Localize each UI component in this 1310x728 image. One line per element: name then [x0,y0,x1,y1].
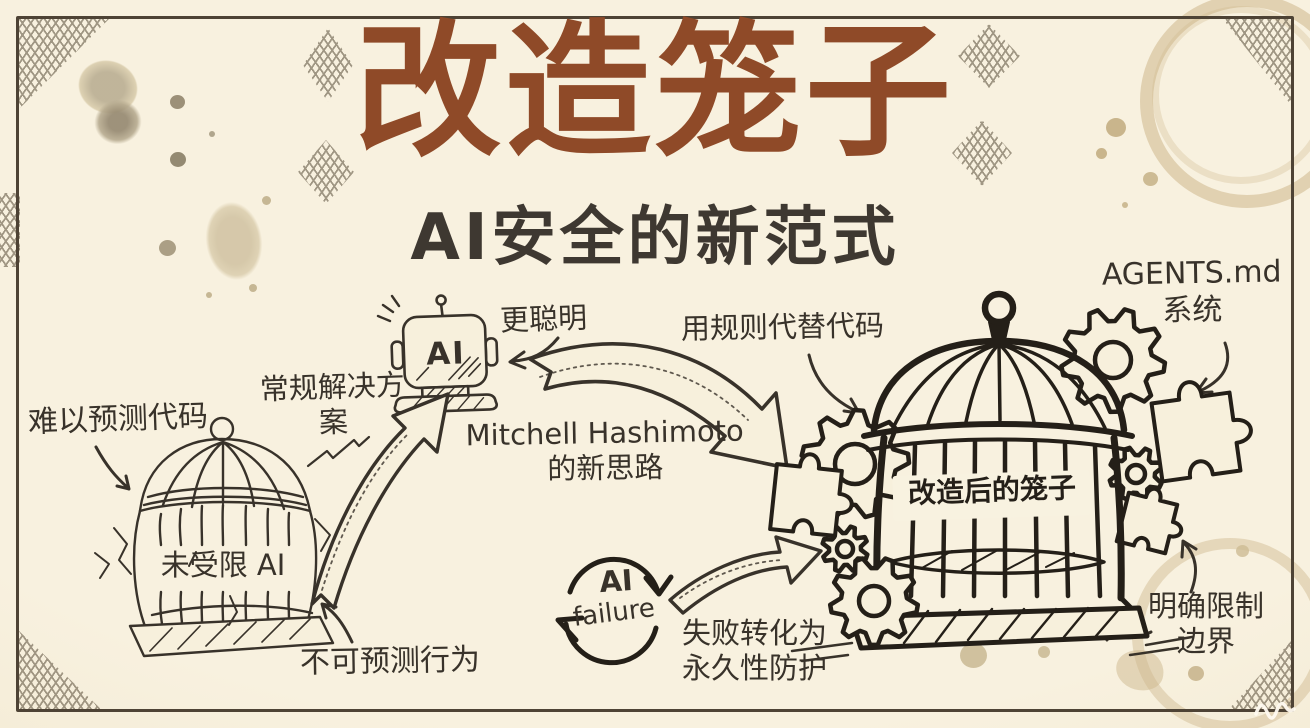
label-clear-boundary: 明确限制 边界 [1147,589,1264,659]
annotation-arrow-unpredictable-behavior [320,602,354,644]
annotation-arrow-unpredictable-code [94,445,131,491]
annotation-arrow-boundary-up [1180,539,1198,594]
label-unpredictable-behavior: 不可预测行为 [299,642,481,681]
new-cage-illustration [848,290,1150,651]
arrow-cage-to-robot [310,392,450,610]
robot-face-label: AI [425,335,467,373]
label-unrestricted-ai: 未受限 AI [160,548,286,582]
gear-cluster-front [827,556,921,648]
label-reformed-cage: 改造后的笼子 [907,471,1077,510]
arrow-hatching [679,559,783,599]
label-mitchell-idea: Mitchell Hashimoto 的新思路 [465,413,745,487]
gear-icon [1059,307,1168,415]
label-conventional-solution: 常规解决方 案 [259,367,406,440]
label-smarter: 更聪明 [499,300,588,338]
label-rules-replace-code: 用规则代替代码 [680,308,885,346]
arrow-hatching [321,433,409,591]
main-title: 改造笼子 [355,7,955,177]
label-agents-md-system: AGENTS.md 系统 [1101,254,1282,329]
white-squiggle-mark [1254,701,1296,720]
subtitle: AI安全的新范式 [410,201,900,275]
arrow-hatching [539,362,749,421]
annotation-arrow-rules [807,353,861,415]
zigzag-line [306,435,371,468]
annotation-arrow-agents [1194,341,1230,395]
recycle-arrows-icon [555,557,674,666]
annotation-arrow-smarter [508,336,560,370]
gear-icon [827,556,921,648]
sparkle-icon [376,294,401,323]
puzzle-piece-icon [1115,481,1191,557]
label-failure-to-protection: 失败转化为 永久性防护 [682,616,828,686]
label-unpredictable-code: 难以预测代码 [27,398,209,441]
ground-shadow-lines [790,635,1194,663]
arrow-failure-to-cage [668,535,823,615]
